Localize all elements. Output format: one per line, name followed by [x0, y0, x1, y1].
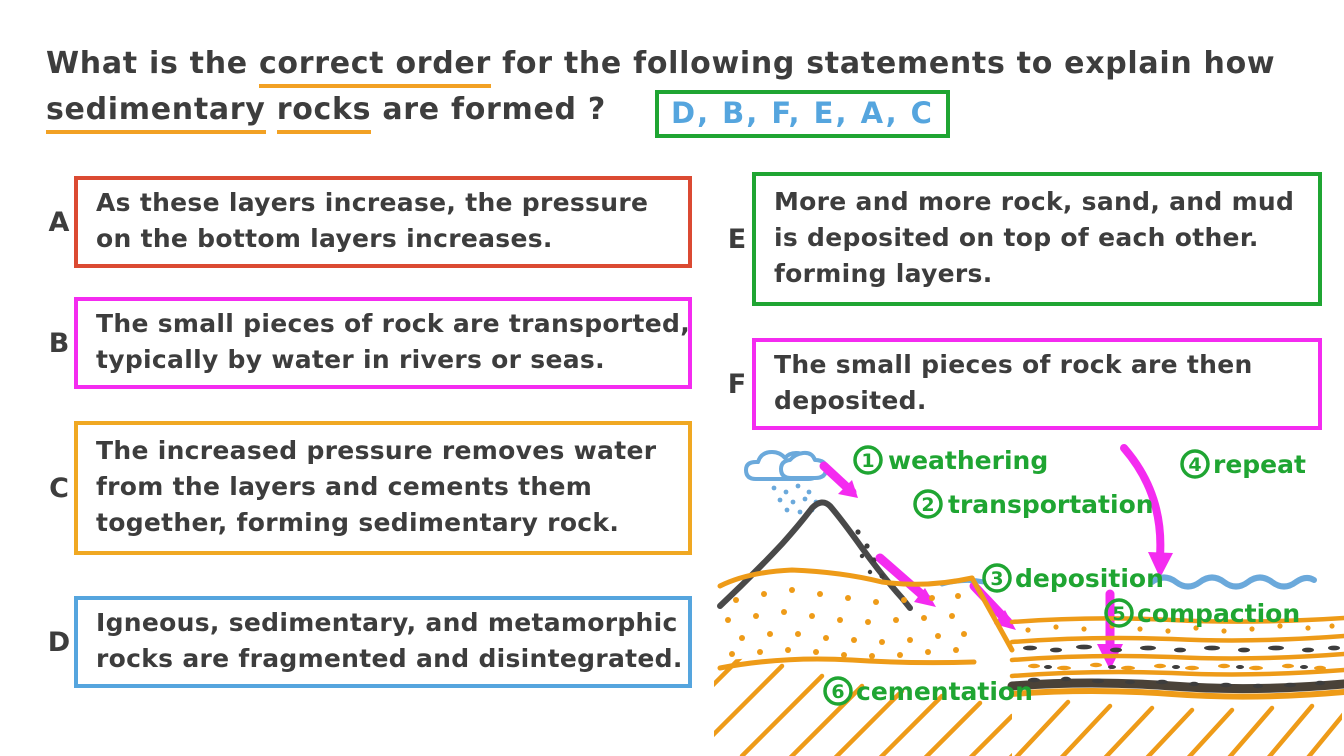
compacted-rock-underline: [1009, 688, 1344, 700]
step-label: cementation: [856, 677, 1033, 706]
statement-row-a[interactable]: A As these layers increase, the pressure…: [44, 176, 692, 268]
statement-box-f[interactable]: The small pieces of rock are then deposi…: [752, 338, 1322, 430]
cloud-icon: [744, 450, 828, 481]
question-underlined-correct-order: correct order: [258, 46, 491, 88]
step-number: 2: [921, 494, 934, 516]
step-number: 1: [861, 450, 874, 472]
statement-row-c[interactable]: C The increased pressure removes water f…: [44, 421, 692, 555]
statement-text-line: deposited.: [774, 386, 927, 415]
basin-sediment-dots-upper: [1025, 623, 1335, 634]
statement-text-line: The small pieces of rock are transported…: [96, 309, 691, 338]
basin-layer-line-1: [1009, 615, 1344, 625]
question-text-part: for the following statements to explain …: [490, 46, 1276, 81]
statement-text-line: More and more rock, sand, and mud: [774, 187, 1295, 216]
basin-layer-line-4: [1009, 667, 1344, 679]
step-label: repeat: [1213, 450, 1306, 479]
statement-letter-a: A: [48, 206, 70, 238]
step-4-repeat: 4 repeat: [1180, 449, 1306, 479]
question-underlined-sedimentary: sedimentary: [46, 92, 266, 134]
statement-text-line: The increased pressure removes water: [96, 436, 657, 465]
step-label: weathering: [888, 446, 1048, 475]
water-waves: [1149, 574, 1317, 590]
statement-box-c[interactable]: The increased pressure removes water fro…: [74, 421, 692, 555]
sediment-layer-boundary: [717, 656, 977, 671]
compacted-rock-band: [1007, 678, 1344, 694]
basin-grain-marks-middle: [1023, 644, 1340, 653]
step-3-deposition: 3 deposition: [982, 563, 1164, 593]
statement-row-f[interactable]: F The small pieces of rock are then depo…: [722, 338, 1322, 430]
step-6-cementation: 6 cementation: [823, 676, 1033, 706]
step-number-circle: [1180, 449, 1210, 479]
bedrock-hatching-right: [1012, 699, 1342, 756]
question-line-1: What is the correct order for the follow…: [46, 44, 1306, 88]
statement-text-line: Igneous, sedimentary, and metamorphic: [96, 608, 678, 637]
statement-row-b[interactable]: B The small pieces of rock are transport…: [44, 297, 692, 389]
statement-box-d[interactable]: Igneous, sedimentary, and metamorphic ro…: [74, 596, 692, 688]
statement-letter-b: B: [48, 327, 70, 359]
transportation-arrow: [875, 553, 936, 607]
statement-letter-d: D: [47, 626, 71, 658]
statement-text-line: forming layers.: [774, 259, 993, 288]
step-number-circle: [982, 563, 1012, 593]
basin-layer-line-2: [1009, 633, 1344, 645]
statement-text-line: The small pieces of rock are then: [774, 350, 1253, 379]
question-text-part: What is the: [46, 46, 259, 81]
statement-text-line: As these layers increase, the pressure: [96, 188, 649, 217]
statement-box-e[interactable]: More and more rock, sand, and mud is dep…: [752, 172, 1322, 306]
basin-grain-marks-lower: [1028, 662, 1326, 671]
question-text-part: are formed ?: [371, 92, 606, 127]
answer-sequence: D, B, F, E, A, C: [671, 96, 934, 130]
rock-cycle-diagram: 1 weathering 2 transportation 3 depositi…: [712, 436, 1344, 756]
step-number-circle: [823, 676, 853, 706]
step-number-circle: [913, 489, 943, 519]
statement-box-a[interactable]: As these layers increase, the pressure o…: [74, 176, 692, 268]
statement-text-line: on the bottom layers increases.: [96, 224, 553, 253]
question-block: What is the correct order for the follow…: [46, 44, 1306, 134]
bedrock-hatching-left: [714, 653, 1012, 756]
question-line-2: sedimentary rocks are formed ?: [46, 90, 1306, 134]
step-number: 4: [1188, 454, 1201, 476]
statement-letter-c: C: [49, 472, 69, 504]
sediment-dots-left: [725, 587, 967, 659]
step-label: deposition: [1015, 564, 1164, 593]
ground-surface-left: [717, 567, 975, 589]
step-2-transportation: 2 transportation: [913, 489, 1154, 519]
question-underlined-rocks: rocks: [276, 92, 372, 134]
statement-text-line: from the layers and cements them: [96, 472, 593, 501]
repeat-arrow: [1120, 444, 1173, 578]
statement-text-line: typically by water in rivers or seas.: [96, 345, 605, 374]
rock-fragment-dots: [855, 529, 885, 579]
statement-letter-e: E: [727, 223, 747, 255]
step-1-weathering: 1 weathering: [853, 445, 1048, 475]
step-number-circle: [853, 445, 883, 475]
step-number: 5: [1112, 603, 1125, 625]
question-text-space: [266, 92, 277, 127]
statement-row-d[interactable]: D Igneous, sedimentary, and metamorphic …: [44, 596, 692, 688]
statement-box-b[interactable]: The small pieces of rock are transported…: [74, 297, 692, 389]
compacted-grain-dots: [1028, 676, 1325, 689]
statement-text-line: rocks are fragmented and disintegrated.: [96, 644, 683, 673]
statement-row-e[interactable]: E More and more rock, sand, and mud is d…: [722, 172, 1322, 306]
step-label: compaction: [1137, 599, 1300, 628]
statement-letter-f: F: [727, 368, 747, 400]
answer-box: D, B, F, E, A, C: [655, 90, 950, 138]
step-5-compaction: 5 compaction: [1104, 598, 1300, 628]
statement-text-line: is deposited on top of each other.: [774, 223, 1259, 252]
basin-layer-line-3: [1009, 651, 1344, 663]
weathering-arrow: [819, 461, 858, 498]
statement-text-line: together, forming sedimentary rock.: [96, 508, 620, 537]
step-label: transportation: [948, 490, 1154, 519]
basin-slope-edge: [969, 575, 1015, 653]
step-number-circle: [1104, 598, 1134, 628]
step-number: 6: [831, 681, 844, 703]
step-number: 3: [990, 568, 1003, 590]
